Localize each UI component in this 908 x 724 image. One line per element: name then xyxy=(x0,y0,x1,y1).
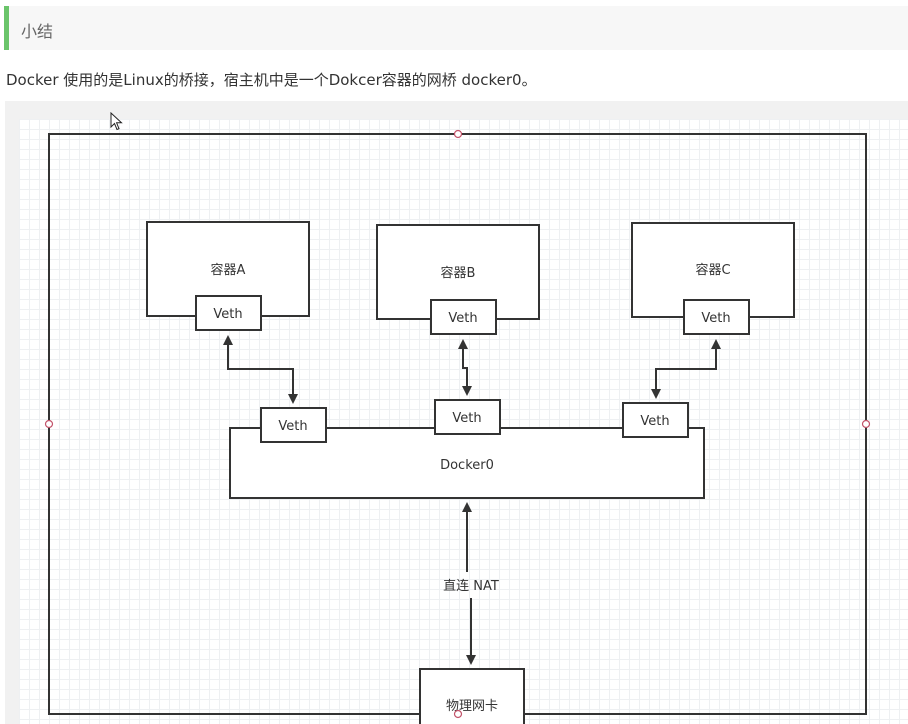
section-title: 小结 xyxy=(21,22,54,41)
selection-handle-top[interactable] xyxy=(453,129,463,139)
bridge-veth-b-label: Veth xyxy=(452,411,481,426)
bridge-veth-c-label: Veth xyxy=(640,414,669,429)
selection-handle-left[interactable] xyxy=(44,419,54,429)
container-c-veth-label: Veth xyxy=(701,311,730,326)
bridge-veth-a-box[interactable] xyxy=(260,407,327,443)
section-header: 小结 xyxy=(4,6,908,50)
container-a-label: 容器A xyxy=(211,262,246,278)
container-a-veth-label: Veth xyxy=(213,307,242,322)
bridge-veth-c-box[interactable] xyxy=(622,402,689,438)
link-a[interactable] xyxy=(223,335,298,404)
container-c-label: 容器C xyxy=(695,262,730,278)
container-c-veth-box[interactable] xyxy=(683,299,750,335)
container-b-veth-label: Veth xyxy=(448,311,477,326)
container-b-label: 容器B xyxy=(441,265,476,281)
docker0-bridge-label: Docker0 xyxy=(440,458,494,473)
bridge-veth-a-label: Veth xyxy=(278,419,307,434)
physical-nic-box[interactable] xyxy=(419,668,525,724)
container-a-veth-box[interactable] xyxy=(195,295,262,331)
bridge-veth-b-box[interactable] xyxy=(434,399,501,435)
physical-nic-label: 物理网卡 xyxy=(446,699,498,714)
selection-handle-right[interactable] xyxy=(861,419,871,429)
mouse-pointer-icon xyxy=(110,112,123,131)
intro-paragraph: Docker 使用的是Linux的桥接，宿主机中是一个Dokcer容器的网桥 d… xyxy=(6,71,537,89)
selection-handle-bottom[interactable] xyxy=(453,709,463,719)
link-c[interactable] xyxy=(651,339,721,399)
link-b[interactable] xyxy=(458,339,472,396)
link-nat-label: 直连 NAT xyxy=(443,578,499,594)
container-b-veth-box[interactable] xyxy=(430,299,497,335)
